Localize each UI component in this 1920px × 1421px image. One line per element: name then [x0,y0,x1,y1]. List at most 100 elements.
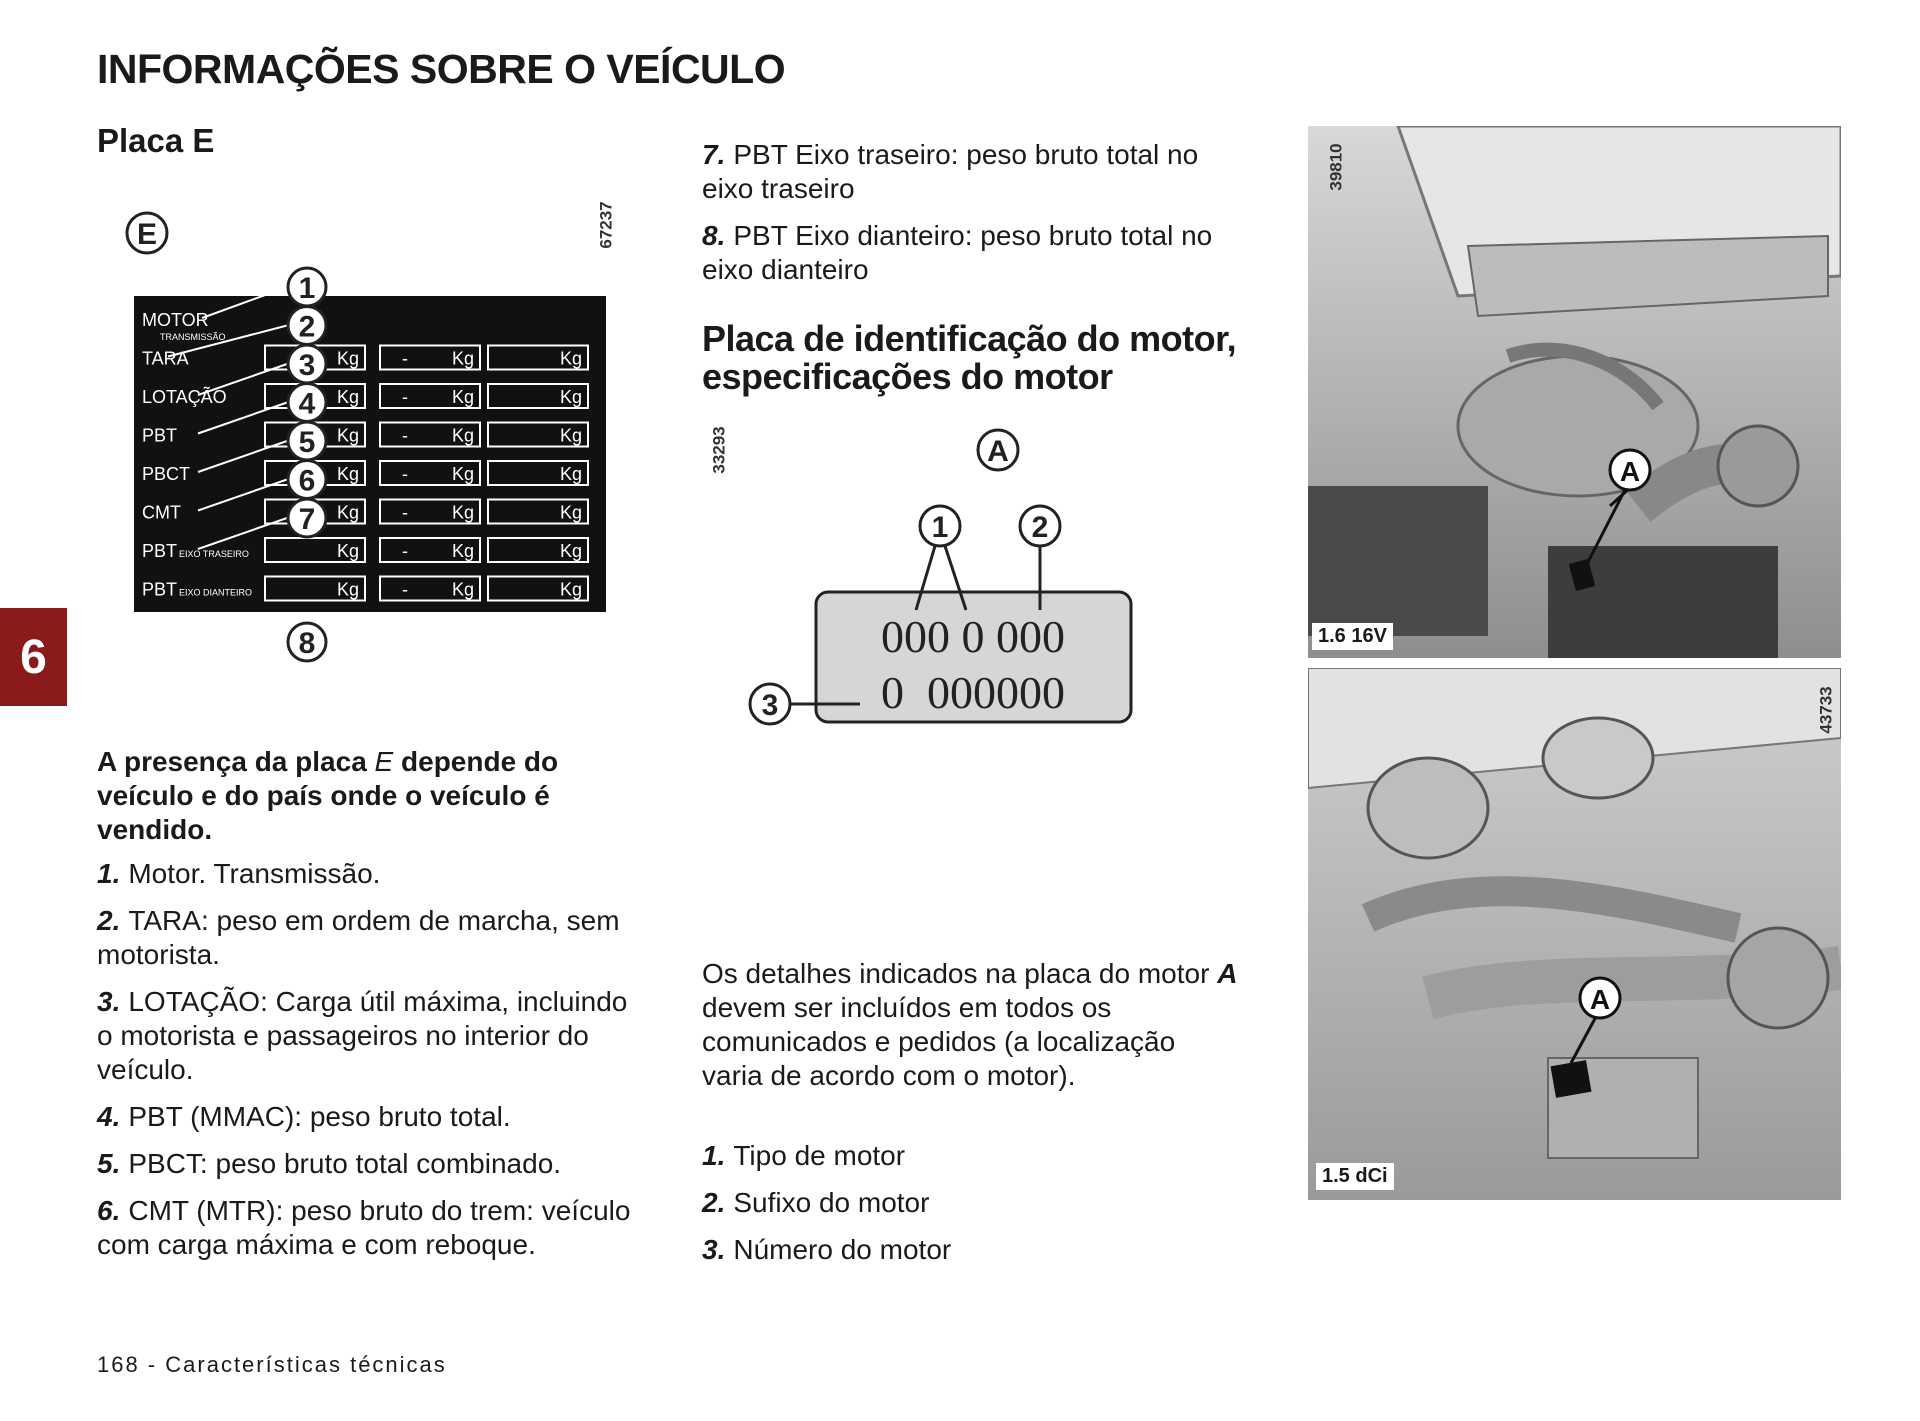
plate-cell-unit: Kg [560,349,582,369]
plate-cell-unit: Kg [452,541,474,561]
engine-plate-heading: Placa de identificação do motor, especif… [702,318,1237,397]
callout-1-leader-b [943,545,968,611]
engine-photo-2-illustration: A [1308,668,1841,1200]
engine-plate-line2: 0 000000 [881,667,1065,718]
chapter-tab[interactable]: 6 [0,608,67,706]
plate-cell-unit: Kg [337,580,359,600]
plate-cell-dash: - [402,387,408,407]
engine-photo-1-illustration: A [1308,126,1841,658]
callout-leader [167,324,288,358]
callout-leader [197,478,288,512]
engine-plate-line1: 000 0 000 [881,611,1065,662]
plate-cell-dash: - [402,349,408,369]
callout-1-badge [918,504,962,548]
plate-cell-unit: Kg [560,541,582,561]
plate-row-sublabel: EIXO DIANTEIRO [179,588,252,598]
figure-ref-engine-plate: 33293 [709,426,729,474]
plate-cell [379,421,481,448]
photo-2-marker: A [1590,984,1610,1015]
desc-emphasis: A [1217,958,1238,989]
plate-cell-unit: Kg [560,580,582,600]
note-text-before: A presença da placa [97,746,375,777]
plate-cell-unit: Kg [337,426,359,446]
plate-cell-unit: Kg [337,387,359,407]
plate-cell-unit: Kg [452,580,474,600]
list-item: 3.LOTAÇÃO: Carga útil máxima, incluindo … [97,986,628,1085]
engine-photo-1: A 1.6 16V [1308,126,1841,658]
continued-list: 7.PBT Eixo traseiro: peso bruto total no… [702,138,1242,300]
figure-ref-photo-2: 43733 [1816,686,1836,734]
plate-cell [379,383,481,409]
callout-2: 2 [1032,511,1049,544]
plate-cell [264,575,366,602]
plate-cell-unit: Kg [560,503,582,523]
engine-plate-list: 1.Tipo de motor 2.Sufixo do motor 3.Núme… [702,1139,1242,1280]
list-item: 4.PBT (MMAC): peso bruto total. [97,1101,511,1132]
page-footer: 168 - Características técnicas [97,1352,447,1377]
plate-cell-unit: Kg [337,464,359,484]
plate-cell-unit: Kg [560,387,582,407]
plate-cell-unit: Kg [337,349,359,369]
figure-letter-badge [125,211,169,255]
callout-number: 4 [299,388,316,421]
callout-leader [197,401,288,435]
plate-cell-dash: - [402,580,408,600]
plate-cell [487,344,589,371]
callout-number: 2 [299,311,316,344]
figure-letter-a: A [987,435,1009,468]
plate-row-label: PBT [142,580,177,600]
callout-badge [286,621,328,663]
plate-cell-dash: - [402,503,408,523]
engine-photo-2: A 1.5 dCi [1308,668,1841,1200]
plate-cell [264,537,366,563]
plate-row-label: CMT [142,503,181,523]
plate-cell [487,575,589,602]
callout-3: 3 [762,689,779,722]
plate-row-sublabel: EIXO TRASEIRO [179,549,249,559]
plate-row-label: PBT [142,541,177,561]
list-item: 1.Motor. Transmissão. [97,858,381,889]
plate-cell-unit: Kg [560,426,582,446]
plate-cell [379,498,481,525]
list-item: 7.PBT Eixo traseiro: peso bruto total no… [702,139,1199,204]
callout-number: 5 [299,426,316,459]
callout-leader [197,363,288,396]
plate-row-label: MOTOR [142,310,209,330]
plate-e-heading: Placa E [97,122,215,159]
plate-row-label: PBCT [142,464,190,484]
plate-cell-dash: - [402,541,408,561]
plate-cell [487,421,589,448]
list-item: 6.CMT (MTR): peso bruto do trem: veículo… [97,1195,631,1260]
plate-cell-unit: Kg [452,503,474,523]
engine-plate-figure: A 000 0 000 0 000000 1 2 3 [748,428,1133,726]
photo-1-label: 1.6 16V [1312,623,1393,650]
callout-1-leader-a [914,545,937,611]
plate-cell [487,383,589,409]
photo-1-marker: A [1620,456,1640,487]
callout-number: 6 [299,465,316,498]
plate-row-label: TARA [142,349,189,369]
callout-leader [201,286,288,319]
plate-cell-unit: Kg [337,503,359,523]
callout-leader [197,517,288,550]
plate-cell [379,344,481,371]
plate-row-sublabel: TRANSMISSÃO [160,332,226,342]
list-item: 3.Número do motor [702,1234,952,1265]
plate-cell-dash: - [402,464,408,484]
page-title: INFORMAÇÕES SOBRE O VEÍCULO [97,46,786,92]
plate-cell [487,498,589,525]
plate-cell-unit: Kg [452,426,474,446]
list-item: 8.PBT Eixo dianteiro: peso bruto total n… [702,220,1213,285]
note-emphasis: E [374,746,394,777]
callout-number: 8 [299,627,316,660]
callout-number: 3 [299,349,316,382]
plate-e-note: A presença da placa E depende do veículo… [97,745,657,847]
engine-plate-description: Os detalhes indicados na placa do motor … [702,958,1238,1091]
plate-cell [487,460,589,486]
plate-cell-unit: Kg [560,464,582,484]
plate-cell-unit: Kg [452,387,474,407]
photo-2-label: 1.5 dCi [1316,1163,1394,1190]
plate-cell-unit: Kg [337,541,359,561]
note-text-after: depende do veículo e do país onde o veíc… [97,746,559,845]
